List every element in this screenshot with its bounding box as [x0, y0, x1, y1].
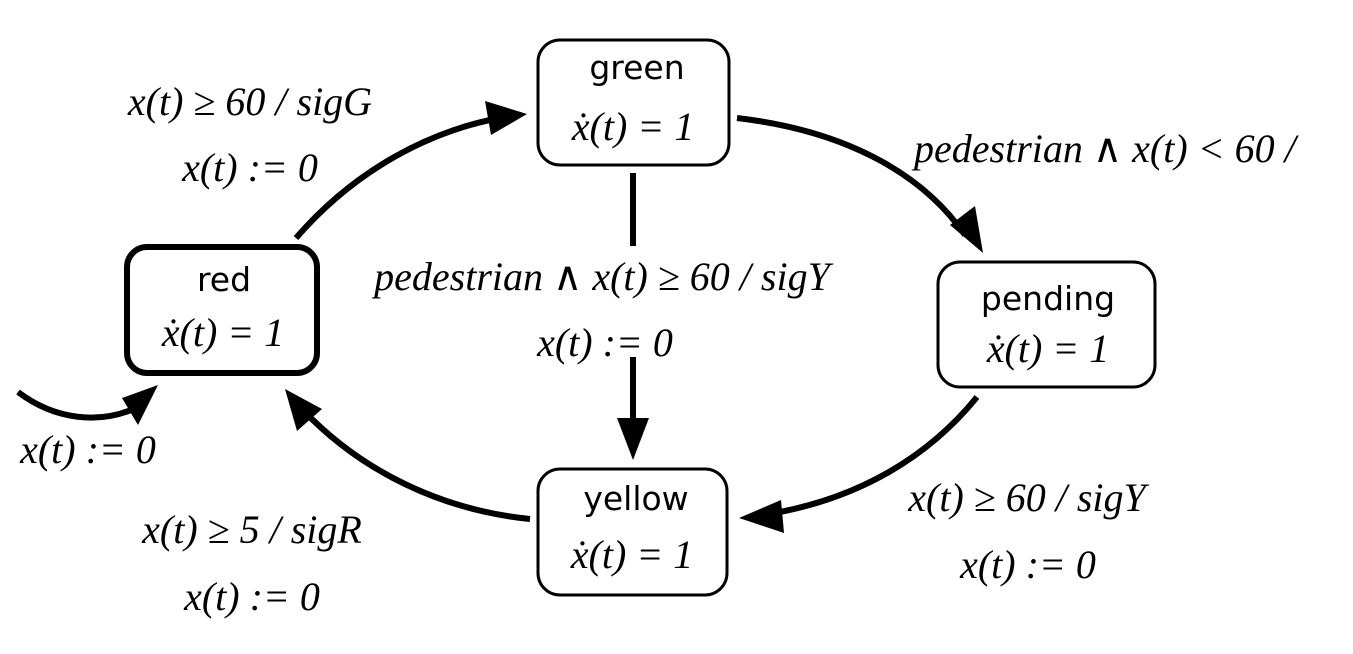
arrowhead-green-to-yellow	[617, 418, 649, 460]
state-yellow-dynamics: ẋ(t) = 1	[570, 532, 694, 577]
state-yellow-box	[536, 467, 729, 597]
state-red-dynamics: ẋ(t) = 1	[161, 310, 285, 355]
edge-initial	[16, 389, 140, 421]
state-red-name: red	[197, 260, 251, 299]
label-yellow-to-red-guard: x(t) ≥ 5 / sigR	[141, 507, 362, 552]
state-pending-name: pending	[981, 279, 1115, 318]
arrowhead-yellow-to-red	[285, 389, 322, 431]
edge-red-to-green	[293, 114, 506, 240]
arrowhead-pending-to-yellow	[739, 500, 784, 533]
arrowhead-red-to-green	[485, 101, 527, 135]
edge-pending-to-yellow	[762, 395, 980, 518]
state-pending: pending ẋ(t) = 1	[936, 260, 1157, 389]
label-pending-to-yellow-guard: x(t) ≥ 60 / sigY	[907, 475, 1149, 520]
edge-green-to-pending	[736, 115, 968, 237]
state-yellow-name: yellow	[583, 479, 688, 518]
state-green-name: green	[589, 48, 684, 87]
label-initial-update: x(t) := 0	[19, 427, 156, 472]
state-green: green ẋ(t) = 1	[536, 38, 731, 167]
state-green-dynamics: ẋ(t) = 1	[571, 104, 695, 149]
label-green-to-yellow-update: x(t) := 0	[536, 320, 673, 365]
state-green-box	[536, 38, 731, 167]
label-green-to-pending-guard: pedestrian ∧ x(t) < 60 /	[911, 126, 1300, 171]
state-yellow: yellow ẋ(t) = 1	[536, 467, 729, 597]
arrowhead-green-to-pending	[950, 206, 983, 253]
label-green-to-yellow-guard: pedestrian ∧ x(t) ≥ 60 / sigY	[371, 254, 833, 299]
edge-yellow-to-red	[300, 407, 531, 522]
label-yellow-to-red-update: x(t) := 0	[183, 574, 320, 619]
state-red-box	[124, 244, 320, 376]
label-pending-to-yellow-update: x(t) := 0	[959, 542, 1096, 587]
state-pending-dynamics: ẋ(t) = 1	[986, 326, 1110, 371]
label-red-to-green-guard: x(t) ≥ 60 / sigG	[127, 79, 372, 124]
arrowhead-initial	[122, 385, 158, 425]
state-red: red ẋ(t) = 1	[124, 244, 320, 376]
state-pending-box	[936, 260, 1157, 389]
label-red-to-green-update: x(t) := 0	[181, 145, 318, 190]
